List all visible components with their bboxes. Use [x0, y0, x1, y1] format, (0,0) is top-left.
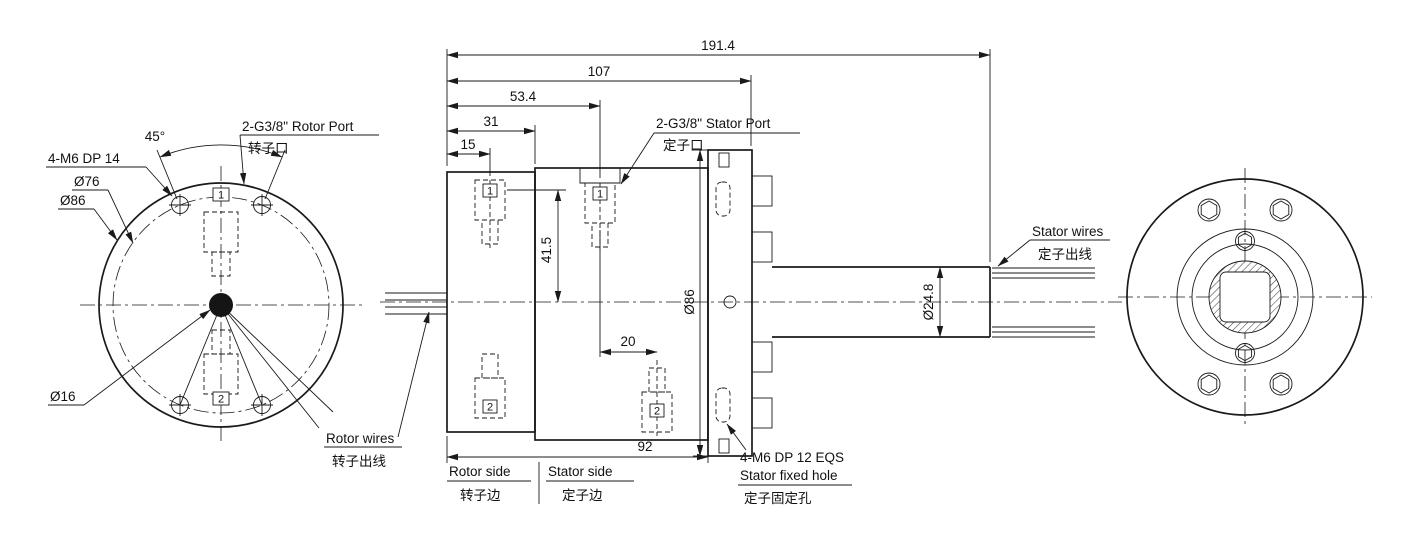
- stator-port-2-section: 2: [641, 360, 673, 436]
- dimension-dia24-8: Ø24.8: [921, 266, 944, 338]
- rotor-port-text: 2-G3/8" Rotor Port: [242, 119, 354, 134]
- dim-31-text: 31: [483, 114, 498, 129]
- label-dia76: Ø76: [72, 174, 134, 244]
- dia76-text: Ø76: [74, 174, 100, 189]
- stator-port-1-section: 1: [584, 182, 616, 250]
- flange-center-hole: [723, 295, 737, 309]
- front-port-1-number: 1: [218, 190, 224, 202]
- section-stator-port-2-number: 2: [654, 406, 660, 418]
- dimension-92: 92: [446, 439, 709, 461]
- dim-15-text: 15: [460, 137, 475, 152]
- dia86-front-text: Ø86: [60, 193, 86, 208]
- rear-center-square: [1219, 271, 1271, 323]
- rotor-wires-text-cn: 转子出线: [332, 454, 386, 469]
- rotor-wires-text: Rotor wires: [326, 431, 395, 446]
- label-rotor-side: Rotor side 转子边: [447, 464, 531, 503]
- label-thread-spec: 4-M6 DP 14: [46, 151, 173, 197]
- front-rotor-port-2: 2: [203, 329, 239, 406]
- front-view: 1 2 45° 4-M6 DP 14 Ø76: [46, 119, 430, 469]
- label-dia86-front: Ø86: [58, 193, 118, 241]
- stator-flange: [707, 149, 753, 457]
- dim-191-4-text: 191.4: [701, 38, 735, 53]
- label-stator-side: Stator side 定子边: [546, 464, 634, 503]
- front-port-2-number: 2: [218, 394, 224, 406]
- dim-107-text: 107: [588, 64, 611, 79]
- label-dia16: Ø16: [48, 309, 211, 406]
- extension-lines: [446, 49, 991, 463]
- dimension-45deg: 45°: [145, 129, 286, 200]
- rear-boss-circle: [1191, 243, 1299, 351]
- dim-53-4-text: 53.4: [510, 89, 537, 104]
- rear-flange-circle: [1176, 228, 1314, 366]
- stator-fixed-spec-text: 4-M6 DP 12 EQS: [740, 450, 844, 465]
- stator-fixed-holes: [715, 152, 731, 454]
- dim-dia24-8-text: Ø24.8: [921, 284, 936, 321]
- dimension-41-5: 41.5: [539, 189, 562, 303]
- angle-dim-text: 45°: [145, 129, 165, 144]
- dim-dia86-text: Ø86: [682, 289, 697, 315]
- dimension-20: 20: [599, 334, 658, 356]
- dimension-191-4: 191.4: [446, 38, 991, 59]
- rotor-port-1-section: 1: [474, 179, 506, 248]
- dimension-dia86-section: Ø86: [682, 149, 704, 457]
- rear-body-outline: [1126, 178, 1364, 416]
- front-rotor-port-1: 1: [203, 187, 239, 277]
- front-center-bore: [209, 293, 233, 317]
- section-rotor-port-1-number: 1: [487, 186, 493, 198]
- dim-41-5-text: 41.5: [539, 237, 554, 263]
- section-rotor-port-2-number: 2: [487, 402, 493, 414]
- dia16-text: Ø16: [50, 389, 76, 404]
- rotor-side-text: Rotor side: [449, 464, 511, 479]
- stator-port-text: 2-G3/8" Stator Port: [656, 116, 771, 131]
- label-rotor-port: 2-G3/8" Rotor Port 转子口: [239, 119, 379, 185]
- rear-view: [1118, 168, 1372, 426]
- terminal-blocks: [751, 175, 773, 429]
- label-stator-fixed-hole: 4-M6 DP 12 EQS Stator fixed hole 定子固定孔: [726, 423, 852, 506]
- rotor-wires: [385, 292, 447, 315]
- thread-spec-text: 4-M6 DP 14: [48, 151, 120, 166]
- dimension-15: 15: [446, 137, 491, 158]
- stator-side-text: Stator side: [548, 464, 613, 479]
- section-view: 1 2 1 2: [380, 38, 1122, 506]
- stator-shaft: [772, 266, 991, 338]
- stator-side-text-cn: 定子边: [562, 488, 603, 503]
- dimension-31: 31: [446, 114, 536, 135]
- stator-wires: [992, 267, 1095, 338]
- stator-port-text-cn: 定子口: [663, 138, 704, 153]
- label-stator-port: 2-G3/8" Stator Port 定子口: [620, 116, 800, 185]
- label-stator-wires: Stator wires 定子出线: [997, 224, 1110, 267]
- dimension-107: 107: [446, 64, 752, 85]
- stator-fixed-hole-text: Stator fixed hole: [740, 468, 838, 483]
- front-body-outline: [98, 182, 344, 428]
- dim-20-text: 20: [620, 334, 635, 349]
- front-wire-lines: [179, 304, 334, 429]
- section-stator-port-1-number: 1: [597, 189, 603, 201]
- rotor-side-text-cn: 转子边: [460, 488, 501, 503]
- rotor-port-2-section: 2: [474, 353, 506, 419]
- stator-wires-text: Stator wires: [1032, 224, 1104, 239]
- label-rotor-wires: Rotor wires 转子出线: [324, 311, 430, 469]
- stator-wires-text-cn: 定子出线: [1038, 247, 1092, 262]
- stator-fixed-hole-text-cn: 定子固定孔: [744, 491, 812, 506]
- rotor-port-text-cn: 转子口: [248, 141, 289, 156]
- dim-92-text: 92: [637, 439, 652, 454]
- dimension-53-4: 53.4: [446, 89, 601, 110]
